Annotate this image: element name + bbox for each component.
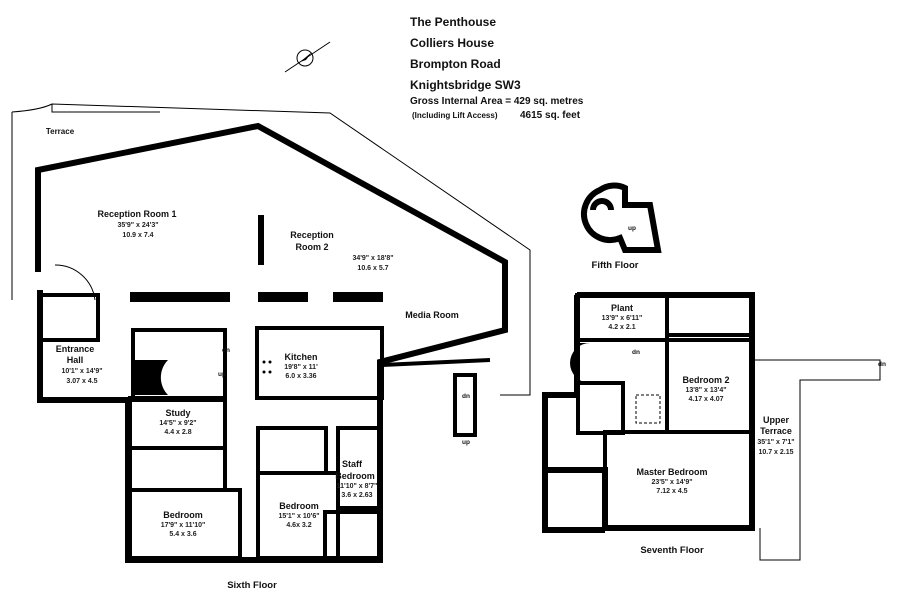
room-metric: 4.2 x 2.1 — [608, 324, 635, 331]
room-name-1: Staff — [342, 459, 363, 469]
property-header: The Penthouse Colliers House Brompton Ro… — [410, 15, 584, 121]
room-upper-terrace: Upper Terrace 35'1" x 7'1" 10.7 x 2.15 — [757, 415, 794, 456]
room-metric: 4.4 x 2.8 — [164, 429, 191, 436]
room-name-1: Reception — [290, 230, 334, 240]
room-name-1: Entrance — [56, 344, 95, 354]
seventh-floor-label: Seventh Floor — [640, 545, 704, 556]
room-metric: 7.12 x 4.5 — [656, 488, 687, 495]
room-imperial: 23'5" x 14'9" — [651, 479, 692, 486]
room-bedroom-left: Bedroom 17'9" x 11'10" 5.4 x 3.6 — [161, 510, 206, 538]
room-metric: 10.9 x 7.4 — [122, 232, 153, 239]
room-entrance-hall: Entrance Hall 10'1" x 14'9" 3.07 x 4.5 — [56, 344, 103, 385]
fifth-up-label: up — [628, 225, 636, 232]
stairs-down-label: dn — [222, 347, 230, 354]
room-name: Reception Room 1 — [97, 209, 176, 219]
room-name-2: Room 2 — [295, 242, 328, 252]
lift-note: (Including Lift Access) — [412, 111, 498, 120]
compass-icon — [284, 41, 331, 73]
sq-feet: 4615 sq. feet — [520, 110, 581, 121]
gross-area: Gross Internal Area = 429 sq. metres — [410, 96, 584, 107]
room-name-2: Bedroom — [335, 471, 375, 481]
room-metric: 10.7 x 2.15 — [758, 449, 793, 456]
room-name: Kitchen — [284, 352, 317, 362]
room-imperial: 35'9" x 24'3" — [117, 222, 158, 229]
room-metric: 3.07 x 4.5 — [66, 378, 97, 385]
room-bedroom-middle: Bedroom 15'1" x 10'6" 4.6x 3.2 — [278, 501, 319, 529]
seventh-dn-label: dn — [878, 361, 886, 368]
room-imperial: 13'8" x 13'4" — [685, 387, 726, 394]
room-imperial: 10'1" x 14'9" — [61, 368, 102, 375]
room-master-bedroom: Master Bedroom 23'5" x 14'9" 7.12 x 4.5 — [636, 467, 707, 495]
lift-down-label: dn — [462, 393, 470, 400]
room-metric: 4.6x 3.2 — [286, 522, 311, 529]
room-media: Media Room — [405, 310, 459, 320]
stairs-up-label: up — [218, 371, 226, 378]
room-name: Bedroom 2 — [682, 375, 729, 385]
district: Knightsbridge SW3 — [410, 78, 521, 92]
sixth-floor-label: Sixth Floor — [227, 580, 277, 591]
room-name-2: Terrace — [760, 426, 792, 436]
room-metric: 10.6 x 5.7 — [357, 265, 388, 272]
room-imperial: 14'5" x 9'2" — [159, 420, 196, 427]
room-metric: 4.17 x 4.07 — [688, 396, 723, 403]
room-imperial: 13'9" x 6'11" — [602, 315, 643, 322]
fifth-floor-label: Fifth Floor — [592, 260, 639, 271]
room-name: Plant — [611, 303, 633, 313]
room-name: Study — [165, 408, 190, 418]
room-bedroom-2: Bedroom 2 13'8" x 13'4" 4.17 x 4.07 — [682, 375, 729, 403]
sixth-floor-plan — [11, 103, 531, 563]
room-name: Master Bedroom — [636, 467, 707, 477]
room-name-1: Upper — [763, 415, 790, 425]
seventh-floor-plan: dn dn — [542, 292, 886, 561]
room-study: Study 14'5" x 9'2" 4.4 x 2.8 — [159, 408, 196, 436]
fifth-floor-plan: up — [581, 182, 662, 253]
room-imperial: 34'9" x 18'8" — [352, 255, 393, 262]
room-imperial: 15'1" x 10'6" — [278, 513, 319, 520]
property-title: The Penthouse — [410, 15, 496, 29]
room-name: Bedroom — [279, 501, 319, 511]
room-imperial: 17'9" x 11'10" — [161, 522, 206, 529]
room-imperial: 19'8" x 11' — [284, 364, 318, 371]
seventh-stairs-dn-label: dn — [632, 349, 640, 356]
lift-up-label: up — [462, 439, 470, 446]
room-plant: Plant 13'9" x 6'11" 4.2 x 2.1 — [602, 303, 643, 331]
room-reception-1: Reception Room 1 35'9" x 24'3" 10.9 x 7.… — [97, 209, 176, 239]
room-name: Bedroom — [163, 510, 203, 520]
room-staff-bedroom: Staff Bedroom 11'10" x 8'7" 3.6 x 2.63 — [335, 459, 377, 499]
room-kitchen: Kitchen 19'8" x 11' 6.0 x 3.36 — [284, 352, 318, 380]
room-imperial: 35'1" x 7'1" — [757, 439, 794, 446]
room-name-2: Hall — [67, 355, 84, 365]
room-metric: 5.4 x 3.6 — [169, 531, 196, 538]
room-reception-2: Reception Room 2 34'9" x 18'8" 10.6 x 5.… — [290, 230, 393, 272]
room-metric: 3.6 x 2.63 — [341, 492, 372, 499]
building-name: Colliers House — [410, 36, 494, 50]
hob-icon — [262, 360, 272, 374]
room-imperial: 11'10" x 8'7" — [337, 483, 378, 490]
street: Brompton Road — [410, 57, 501, 71]
room-metric: 6.0 x 3.36 — [285, 373, 316, 380]
terrace-label: Terrace — [46, 127, 75, 136]
